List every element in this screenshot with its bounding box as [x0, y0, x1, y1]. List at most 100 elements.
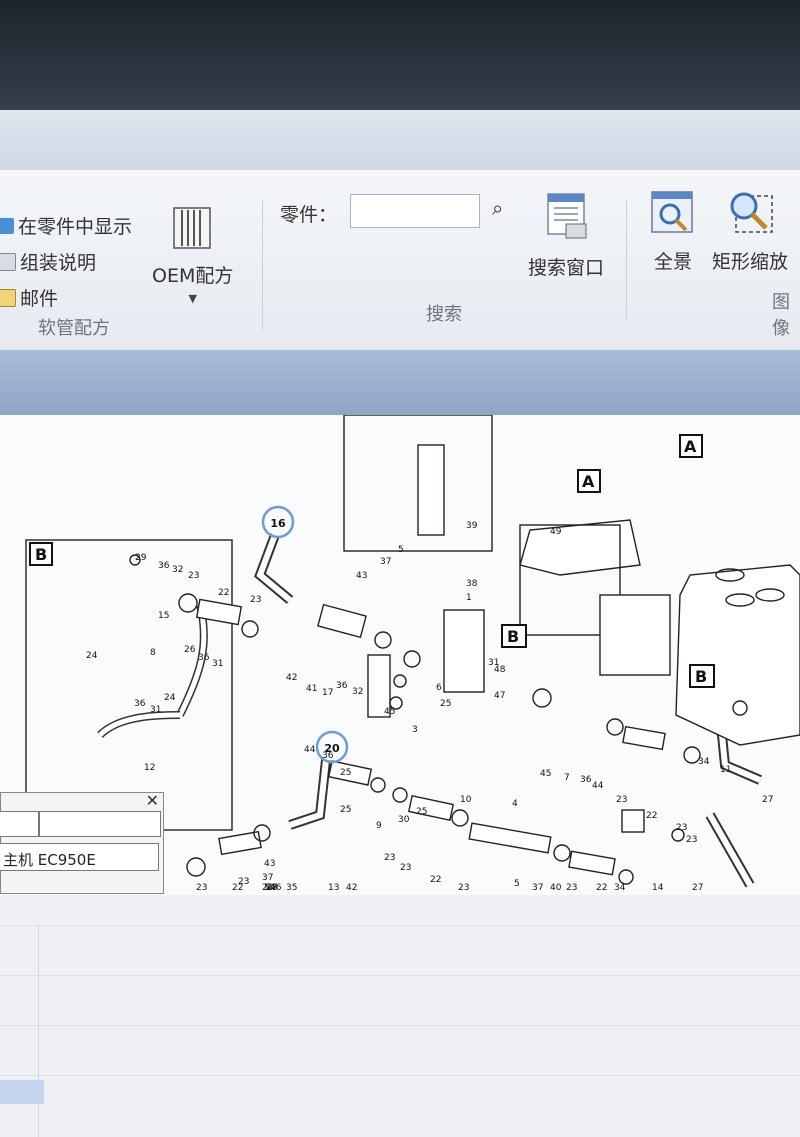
part-number-label[interactable]: 45 — [540, 769, 551, 779]
part-number-label[interactable]: 23 — [188, 571, 199, 581]
part-number-label[interactable]: 37 — [532, 883, 543, 893]
popup-field-left[interactable] — [0, 811, 39, 837]
part-number-label[interactable]: 15 — [158, 611, 169, 621]
part-number-label[interactable]: 23 — [250, 595, 261, 605]
rect-zoom-button[interactable]: 矩形缩放 — [712, 188, 788, 274]
part-number-label[interactable]: 43 — [356, 571, 367, 581]
part-number-label[interactable]: 22 — [596, 883, 607, 893]
part-number-label[interactable]: 22 — [218, 588, 229, 598]
dropdown-arrow-icon: ▼ — [188, 292, 197, 305]
part-number-label[interactable]: 36 — [336, 681, 348, 691]
part-number-label[interactable]: 1 — [466, 593, 472, 603]
part-number-label[interactable]: 49 — [550, 527, 562, 537]
part-number-label[interactable]: 12 — [144, 763, 155, 773]
part-number-label[interactable]: 27 — [762, 795, 773, 805]
popup-field-right[interactable] — [39, 811, 161, 837]
part-number-label[interactable]: 44 — [592, 781, 604, 791]
part-number-label[interactable]: 6 — [436, 683, 442, 693]
part-number-label[interactable]: 5 — [398, 545, 404, 555]
part-number-label[interactable]: 30 — [398, 815, 410, 825]
callout-circle[interactable] — [261, 505, 295, 539]
part-number-label[interactable]: 47 — [266, 883, 277, 893]
part-number-label[interactable]: 42 — [286, 673, 297, 683]
part-number-label[interactable]: 22 — [646, 811, 657, 821]
part-number-label[interactable]: 23 — [400, 863, 411, 873]
part-number-label[interactable]: 5 — [264, 883, 270, 893]
part-number-label[interactable]: 47 — [494, 691, 505, 701]
part-number-label[interactable]: 35 — [286, 883, 297, 893]
part-number-label[interactable]: 31 — [212, 659, 223, 669]
part-number-label[interactable]: 38 — [466, 579, 478, 589]
part-number-label[interactable]: 23 — [262, 883, 273, 893]
part-number-label[interactable]: 17 — [322, 688, 333, 698]
callout-circle[interactable] — [315, 730, 349, 764]
part-number-label[interactable]: 34 — [698, 757, 710, 767]
machine-model-field[interactable] — [0, 843, 159, 871]
binoculars-icon[interactable]: ⌕ — [492, 196, 504, 220]
callout-label[interactable]: 16 — [270, 517, 286, 530]
part-number-label[interactable]: 10 — [460, 795, 472, 805]
part-number-label[interactable]: 25 — [440, 699, 451, 709]
part-number-label[interactable]: 32 — [352, 687, 363, 697]
part-number-label[interactable]: 23 — [196, 883, 207, 893]
part-number-label[interactable]: 23 — [676, 823, 687, 833]
part-number-label[interactable]: 4 — [512, 799, 518, 809]
part-number-label[interactable]: 27 — [692, 883, 703, 893]
part-number-label[interactable]: 11 — [720, 765, 731, 775]
part-number-label[interactable]: 5 — [514, 879, 520, 889]
part-number-label[interactable]: 32 — [172, 565, 183, 575]
part-number-label[interactable]: 24 — [86, 651, 98, 661]
part-number-label[interactable]: 7 — [564, 773, 570, 783]
part-number-label[interactable]: 22 — [232, 883, 243, 893]
callout-label[interactable]: 20 — [324, 742, 340, 755]
part-number-label[interactable]: 39 — [466, 521, 478, 531]
part-number-label[interactable]: 3 — [412, 725, 418, 735]
part-number-label[interactable]: 13 — [328, 883, 339, 893]
close-icon[interactable]: ✕ — [145, 791, 159, 810]
part-number-label[interactable]: 34 — [614, 883, 626, 893]
part-number-label[interactable]: 23 — [686, 835, 697, 845]
part-number-label[interactable]: 45 — [384, 707, 395, 717]
part-number-label[interactable]: 36 — [134, 699, 146, 709]
assembly-instructions-button[interactable]: 组装说明 — [0, 248, 96, 275]
part-number-label[interactable]: 41 — [306, 684, 317, 694]
selected-row-marker[interactable] — [0, 1080, 44, 1104]
part-number-label[interactable]: 36 — [158, 561, 170, 571]
part-number-label[interactable]: 31 — [150, 705, 161, 715]
part-number-label[interactable]: 42 — [346, 883, 357, 893]
part-number-label[interactable]: 44 — [304, 745, 316, 755]
part-number-label[interactable]: 14 — [652, 883, 664, 893]
part-number-label[interactable]: 37 — [380, 557, 391, 567]
oem-recipe-button[interactable]: OEM配方 ▼ — [152, 206, 233, 305]
part-number-label[interactable]: 36 — [322, 751, 334, 761]
mail-button[interactable]: 邮件 — [0, 284, 58, 311]
part-number-label[interactable]: 25 — [416, 807, 427, 817]
part-number-label[interactable]: 36 — [580, 775, 592, 785]
part-number-label[interactable]: 48 — [494, 665, 506, 675]
part-number-label[interactable]: 24 — [164, 693, 176, 703]
part-number-label[interactable]: 23 — [616, 795, 627, 805]
part-number-label[interactable]: 22 — [430, 875, 441, 885]
search-window-button[interactable]: 搜索窗口 — [528, 192, 604, 280]
part-number-label[interactable]: 28 — [266, 883, 278, 893]
part-number-label[interactable]: 37 — [262, 873, 273, 883]
part-number-label[interactable]: 36 — [198, 653, 210, 663]
part-number-label[interactable]: 8 — [150, 648, 156, 658]
part-number-label[interactable]: 29 — [135, 553, 147, 563]
part-number-input[interactable] — [350, 194, 480, 228]
part-number-label[interactable]: 40 — [550, 883, 562, 893]
part-number-label[interactable]: 23 — [458, 883, 469, 893]
show-in-parts-button[interactable]: 在零件中显示 — [0, 212, 132, 239]
part-number-label[interactable]: 23 — [238, 877, 249, 887]
part-number-label[interactable]: 43 — [264, 859, 275, 869]
part-number-label[interactable]: 25 — [340, 768, 351, 778]
part-number-label[interactable]: 26 — [184, 645, 196, 655]
part-number-label[interactable]: 31 — [488, 658, 499, 668]
part-number-label[interactable]: 25 — [340, 805, 351, 815]
part-number-label[interactable]: 46 — [270, 883, 282, 893]
part-number-label[interactable]: 9 — [376, 821, 382, 831]
overview-button[interactable]: 全景 — [650, 190, 696, 274]
part-number-label[interactable]: 23 — [566, 883, 577, 893]
part-number-label[interactable]: 23 — [384, 853, 395, 863]
